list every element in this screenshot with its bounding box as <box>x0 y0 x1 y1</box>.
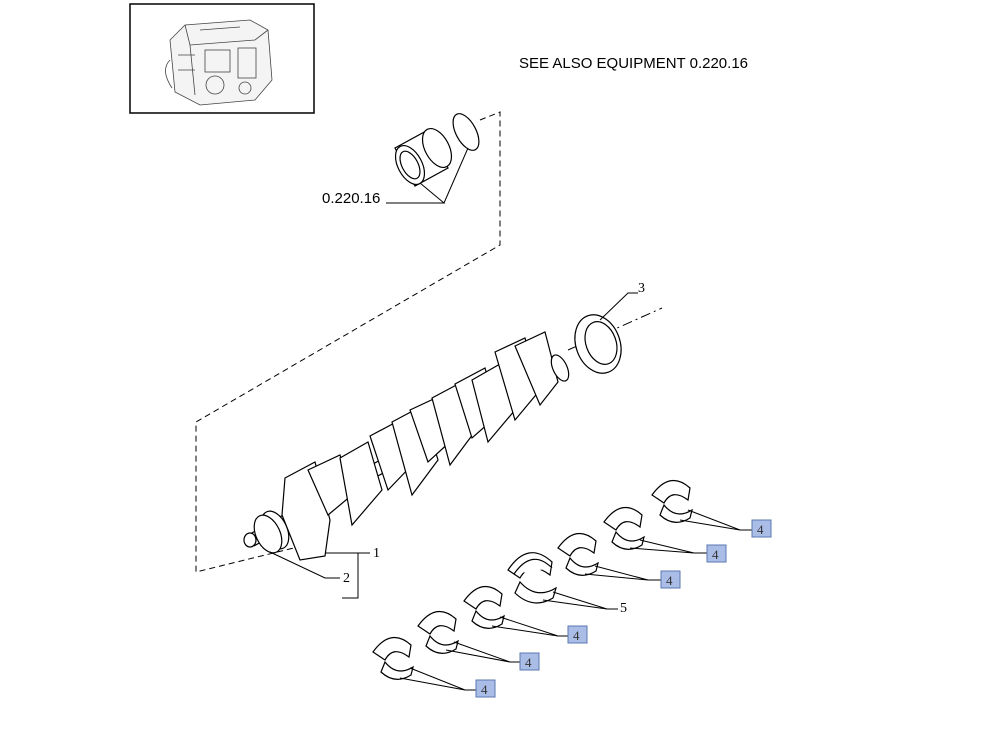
callout-bracket <box>269 551 370 599</box>
bearing-label-4[interactable]: 4 <box>519 652 540 671</box>
bearing-label-4[interactable]: 4 <box>567 625 588 644</box>
crank-gear <box>253 510 290 554</box>
bearing-shell[interactable] <box>372 636 414 680</box>
engine-thumbnail[interactable] <box>129 3 315 114</box>
bearing-label-4[interactable]: 4 <box>706 544 727 563</box>
bearing-shell[interactable] <box>651 479 693 523</box>
bearing-shell[interactable] <box>463 585 505 629</box>
bearing-label-text: 4 <box>525 655 532 670</box>
bearing-leaders <box>399 509 752 691</box>
see-also-text: SEE ALSO EQUIPMENT 0.220.16 <box>519 55 748 72</box>
thrust-bearing-shell[interactable] <box>507 552 558 604</box>
bearing-label-text: 4 <box>712 547 719 562</box>
bearing-label-4[interactable]: 4 <box>660 570 681 589</box>
bearing-label-text: 4 <box>573 628 580 643</box>
bearing-label-text: 4 <box>481 682 488 697</box>
seal-leader <box>599 292 638 321</box>
axis-line <box>567 307 663 351</box>
bearing-shells <box>372 479 693 680</box>
engine-thumbnail-icon <box>165 19 273 106</box>
reference-leader <box>386 147 469 204</box>
reference-label[interactable]: 0.220.16 <box>322 190 380 207</box>
bearing-label-text: 4 <box>757 522 764 537</box>
bearing-shell[interactable] <box>603 506 645 550</box>
bearing-shell[interactable] <box>557 532 599 576</box>
seal-ring[interactable] <box>567 308 629 379</box>
sleeve-ring <box>394 113 480 187</box>
callout-crankshaft[interactable]: 1 <box>373 546 380 561</box>
bearing-shell[interactable] <box>417 610 459 654</box>
bearing-label-4[interactable]: 4 <box>751 519 772 538</box>
crankshaft[interactable] <box>243 331 572 561</box>
phantom-outline <box>195 111 501 573</box>
callout-seal[interactable]: 3 <box>638 281 645 296</box>
bearing-label-text: 4 <box>666 573 673 588</box>
callout-thrust-bearing[interactable]: 5 <box>620 601 627 616</box>
callout-gear[interactable]: 2 <box>343 571 350 586</box>
bearing-label-4[interactable]: 4 <box>475 679 496 698</box>
